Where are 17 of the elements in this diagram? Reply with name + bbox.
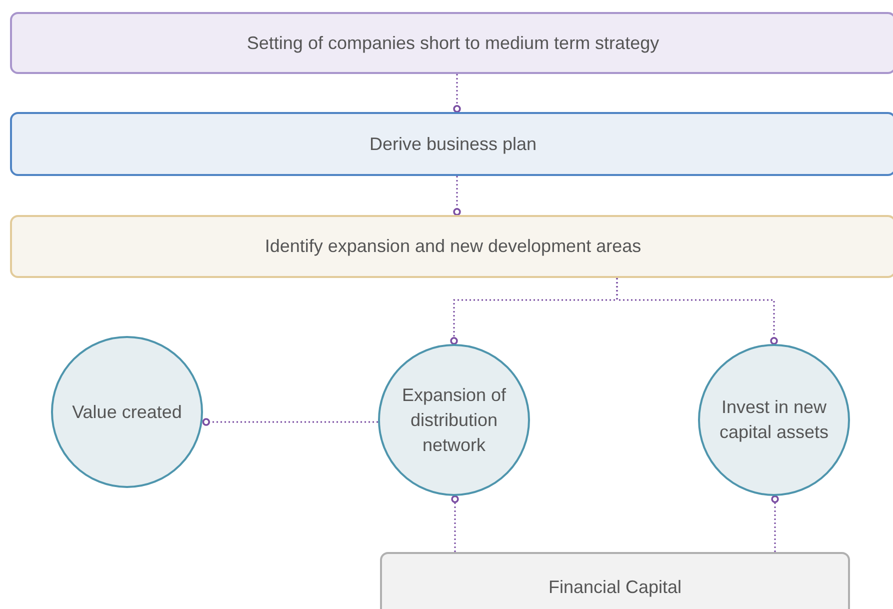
node-label: Expansion of distribution network <box>400 384 508 456</box>
connector <box>771 495 779 552</box>
node-label: Setting of companies short to medium term strategy <box>246 32 660 55</box>
connector <box>451 495 459 552</box>
connector <box>202 418 378 426</box>
connector <box>616 278 778 345</box>
node-label: Value created <box>72 400 182 424</box>
strategy-box <box>10 12 893 74</box>
process-box <box>10 215 893 278</box>
node-label: Identify expansion and new development areas <box>264 235 642 258</box>
node-label: Financial Capital <box>548 576 682 599</box>
process-box <box>380 552 850 609</box>
connector <box>453 74 461 113</box>
connector <box>453 176 461 216</box>
node-label: Invest in new capital assets <box>718 396 830 444</box>
process-box <box>10 112 893 176</box>
node-label: Derive business plan <box>369 132 537 156</box>
